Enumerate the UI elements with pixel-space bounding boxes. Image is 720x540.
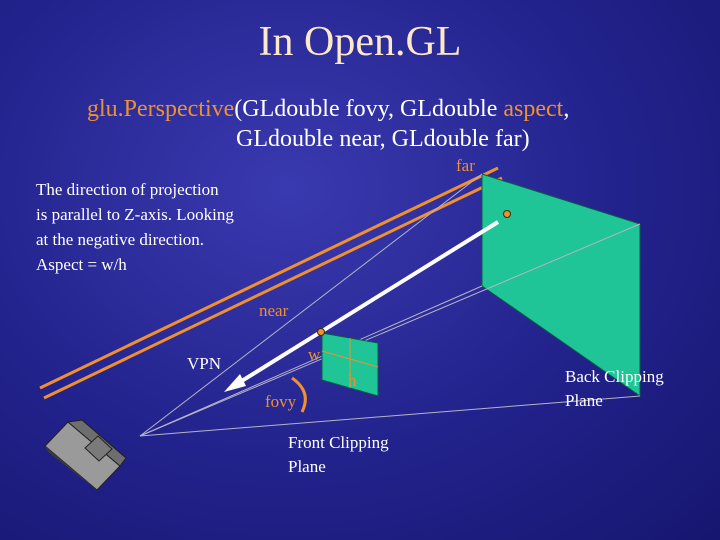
front-clip-label-2: Plane [288,457,326,476]
h-label: h [348,371,357,390]
signature-line-2: GLdouble near, GLdouble far) [236,126,530,152]
function-name: glu.Perspective [87,96,235,122]
signature-comma: , [563,96,570,122]
front-clip-label-1: Front Clipping [288,433,389,452]
note-line-4: Aspect = w/h [36,255,127,274]
arrow-head [224,374,246,392]
projection-line-upper [39,166,499,390]
camera-icon [44,419,127,494]
w-label: w [308,345,321,364]
back-clipping-plane [481,173,641,397]
signature-line-1: glu.Perspective(GLdouble fovy, GLdouble … [87,96,569,123]
note-line-3: at the negative direction. [36,230,205,249]
aspect-param: aspect [503,96,564,122]
fovy-arc [291,376,307,413]
far-point [503,210,511,218]
note-line-2: is parallel to Z-axis. Looking [36,205,234,224]
note-line-1: The direction of projection [36,180,219,199]
slide-title: In Open.GL [258,19,462,65]
frustum-edges [139,173,641,437]
signature-params-1: (GLdouble fovy, GLdouble [234,96,504,122]
far-label: far [456,156,475,175]
fovy-label: fovy [265,392,297,411]
projection-line-lower [43,176,503,400]
back-clip-label-2: Plane [565,391,603,410]
near-point [317,328,325,336]
vpn-label: VPN [187,354,222,373]
back-clip-label-1: Back Clipping [565,367,664,386]
near-label: near [259,301,289,320]
view-direction-arrow [230,220,500,389]
